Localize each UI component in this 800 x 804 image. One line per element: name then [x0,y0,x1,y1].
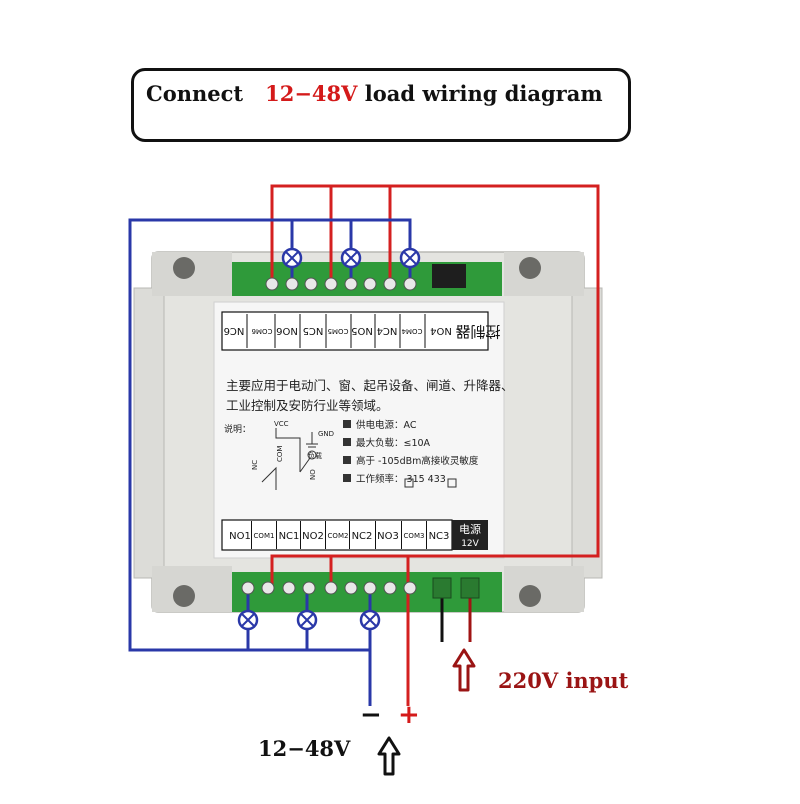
top-terminal-label: NO6 [276,325,298,336]
title-suffix: load wiring diagram [364,81,603,106]
terminal-screw [383,277,397,291]
terminal-screw [324,581,338,595]
title-box: Connect 12−48V load wiring diagram [131,68,631,142]
label-sticker [213,301,505,559]
terminal-screw [285,277,299,291]
terminal-screw [383,581,397,595]
dc-arrow-icon [377,736,401,776]
power-badge [452,520,488,550]
red-wire [270,554,408,586]
terminal-screw [304,277,318,291]
spec-bullet [343,456,351,464]
checkbox-315 [404,478,414,488]
terminal-screw [241,581,255,595]
lamps [237,247,421,631]
lamp-icon [340,247,362,269]
title-voltage: 12−48V [265,81,358,106]
top-terminal-label: NC5 [303,325,324,336]
mount-hole [519,257,541,279]
top-terminal-label: NO5 [351,325,373,336]
title-prefix: Connect [146,81,244,106]
lamp-icon [296,609,318,631]
brand-label: 控制器 [455,323,500,341]
desc-line2: 工业控制及安防行业等领域。 [226,398,389,413]
dc-voltage-label: 12−48V [258,736,351,761]
power-label-line1: 电源 [459,522,481,536]
bottom-terminal-label: COM2 [328,532,349,540]
spec-item: 最大负载：≤10A [356,437,431,449]
mount-hole [173,585,195,607]
terminal-screw [363,277,377,291]
mount-hole [519,585,541,607]
terminal-screw [302,581,316,595]
bottom-terminal-label: NO1 [229,531,251,542]
mount-hole [173,257,195,279]
power-terminal [460,577,480,599]
terminal-screw [261,581,275,595]
lamp-cross [285,251,299,265]
bottom-terminal-label: COM3 [404,532,425,540]
lamp-cross [300,613,314,627]
terminal-screw [324,277,338,291]
terminal-screw [282,581,296,595]
bottom-terminal-label: COM1 [254,532,275,540]
terminal-screw [363,581,377,595]
nc-label: NC [251,460,259,470]
lamp-icon [399,247,421,269]
top-terminal-label: COM4 [401,327,422,335]
spec-bullet [343,438,351,446]
terminal-screw [265,277,279,291]
power-arrow-icon [452,648,476,692]
top-terminal-label: NO4 [430,325,452,336]
terminals [241,277,480,599]
top-terminal-label: NC4 [377,325,398,336]
power-terminal [432,577,452,599]
lamp-cross [403,251,417,265]
lamp-cross [241,613,255,627]
lamp-cross [344,251,358,265]
no-label: NO [309,469,317,480]
plus-sign: + [398,700,420,730]
spec-item: 高于 -105dBm高接收灵敏度 [356,455,479,467]
lamp-cross [363,613,377,627]
bottom-terminal-label: NC2 [352,531,373,542]
bottom-terminal-label: NO3 [377,531,399,542]
red-wire [270,184,600,706]
schematic-sketch [261,428,318,490]
desc-line1: 主要应用于电动门、窗、起吊设备、闸道、升降器、 [226,378,514,393]
lamp-icon [359,609,381,631]
spec-bullet [343,420,351,428]
load-label: 负载 [308,451,322,460]
checkbox-433 [447,478,457,488]
terminal-screw [344,581,358,595]
spec-item: 供电电源：AC [356,419,417,431]
terminal-screw [344,277,358,291]
page-title: Connect 12−48V load wiring diagram [146,81,603,106]
power-label-line2: 12V [461,539,479,549]
spec-bullet [343,474,351,482]
terminal-screw [403,581,417,595]
lamp-icon [237,609,259,631]
top-terminal-label: NC6 [224,325,245,336]
top-terminal-label: COM6 [251,327,272,335]
blue-wire [128,218,372,706]
bottom-terminal-label: NC1 [279,531,300,542]
power-input-label: 220V input [498,668,629,693]
bottom-terminal-label: NC3 [429,531,450,542]
minus-sign: − [360,700,382,730]
top-terminal-label: COM5 [328,327,349,335]
com-label: COM [276,446,284,462]
vcc-label: VCC [274,420,289,428]
spec-item: 工作频率： 315 433 [356,473,446,485]
gnd-label: GND [318,430,334,438]
lamp-icon [281,247,303,269]
bottom-terminal-label: NO2 [302,531,324,542]
terminal-screw [403,277,417,291]
note-label: 说明： [224,423,251,435]
